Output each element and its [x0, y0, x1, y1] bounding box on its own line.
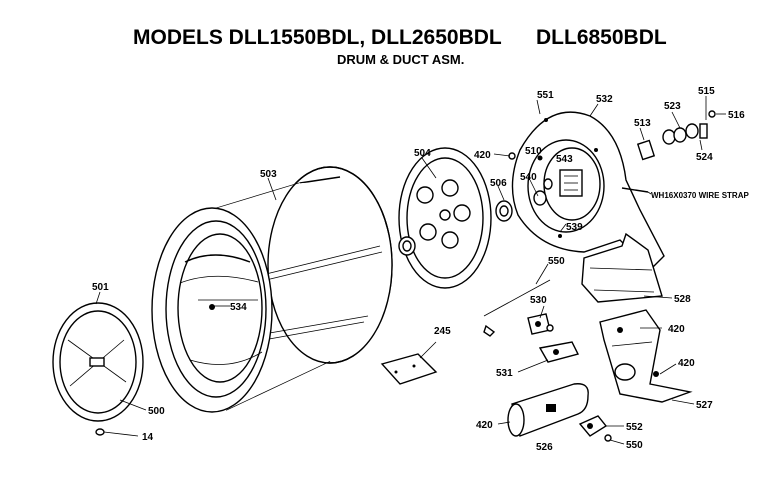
label-524: 524 — [696, 152, 713, 163]
label-551: 551 — [537, 90, 554, 101]
label-515: 515 — [698, 86, 715, 97]
duct-528 — [581, 232, 663, 303]
label-14: 14 — [142, 432, 154, 443]
label-516: 516 — [728, 110, 745, 121]
label-530: 530 — [530, 295, 547, 306]
label-540: 540 — [520, 172, 537, 183]
drum-503 — [151, 166, 393, 413]
label-506: 506 — [490, 178, 507, 189]
thermostat-530 — [483, 279, 580, 363]
drum-head-504 — [398, 147, 492, 289]
label-534: 534 — [230, 302, 247, 313]
label-543: 543 — [556, 154, 573, 165]
label-500: 500 — [148, 406, 165, 417]
label-420-mid: 420 — [668, 324, 685, 335]
bearing-506 — [495, 200, 513, 222]
label-550-bottom: 550 — [626, 440, 643, 451]
front-seal-501 — [52, 302, 144, 422]
label-wire-strap: WH16X0370 WIRE STRAP — [651, 191, 749, 200]
label-513: 513 — [634, 118, 651, 129]
label-501: 501 — [92, 282, 109, 293]
label-420-right: 420 — [678, 358, 695, 369]
label-539: 539 — [566, 222, 583, 233]
label-528: 528 — [674, 294, 691, 305]
small-parts-523 — [636, 110, 716, 161]
label-523: 523 — [664, 101, 681, 112]
bracket-527 — [599, 309, 693, 403]
label-527: 527 — [696, 400, 713, 411]
baffle-245 — [380, 353, 438, 385]
page-title: MODELS DLL1550BDL, DLL2650BDL DLL6850BDL — [0, 26, 784, 122]
blower-housing-532 — [508, 111, 665, 271]
label-532: 532 — [596, 94, 613, 105]
label-420-bottom: 420 — [476, 420, 493, 431]
label-503: 503 — [260, 169, 277, 180]
capacitor-526 — [507, 383, 589, 437]
callout-labels: 551 532 523 515 516 513 524 420 510 543 … — [92, 86, 749, 453]
label-552: 552 — [626, 422, 643, 433]
label-245: 245 — [434, 326, 451, 337]
label-420-top: 420 — [474, 150, 491, 161]
label-526: 526 — [536, 442, 553, 453]
diagram-subtitle: DRUM & DUCT ASM. — [337, 52, 465, 67]
coupling-552 — [578, 415, 612, 442]
label-550-top: 550 — [548, 256, 565, 267]
leader-lines — [95, 96, 726, 445]
clip-14 — [95, 428, 139, 437]
label-531: 531 — [496, 368, 513, 379]
label-504: 504 — [414, 148, 431, 159]
models-title-b: DLL6850BDL — [536, 26, 667, 49]
models-title-a: MODELS DLL1550BDL, DLL2650BDL — [133, 26, 502, 49]
label-510: 510 — [525, 146, 542, 157]
